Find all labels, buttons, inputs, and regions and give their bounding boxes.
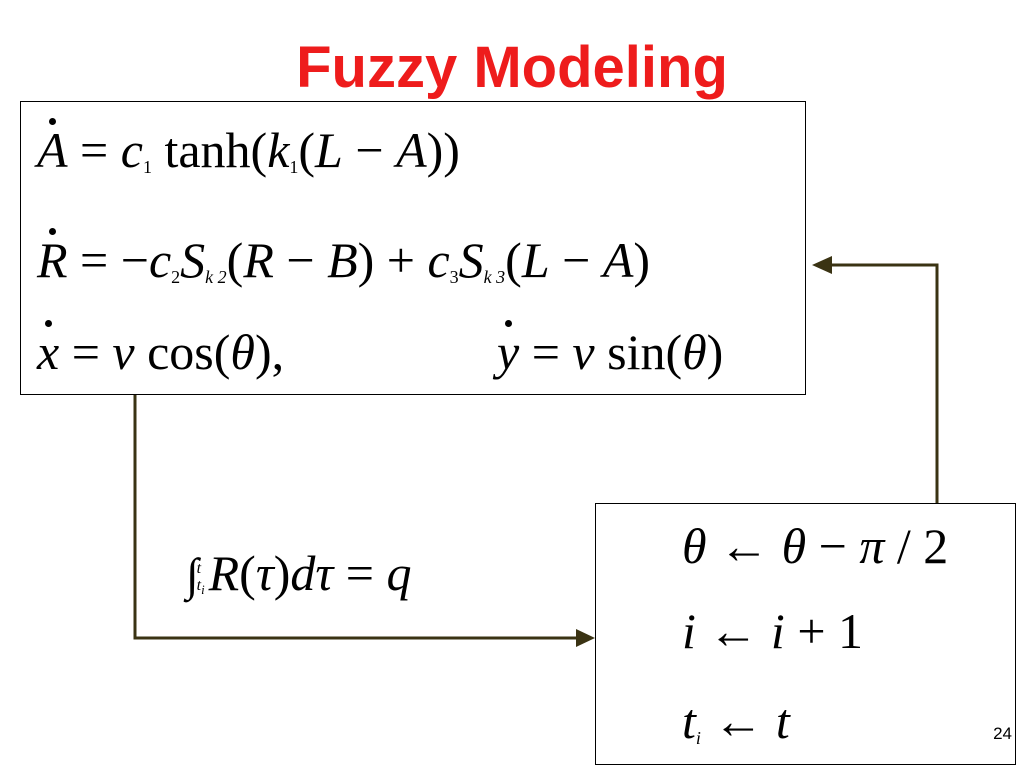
arrow-to-update-box — [133, 395, 595, 647]
update-time: ti ← t — [682, 693, 790, 749]
equation-r-dot: R = −c2Sk 2(R − B) + c3Sk 3(L − A) — [37, 228, 651, 288]
equation-a-dot: A = c1 tanh(k1(L − A)) — [37, 118, 460, 178]
update-rules-box: θ ← θ − π / 2 i ← i + 1 ti ← t — [595, 503, 1016, 765]
equation-x-dot: x = v cos(θ), — [37, 320, 285, 380]
system-equations-box: A = c1 tanh(k1(L − A)) R = −c2Sk 2(R − B… — [20, 101, 806, 395]
update-theta: θ ← θ − π / 2 — [682, 518, 949, 574]
slide-title: Fuzzy Modeling — [296, 35, 728, 100]
equation-y-dot: y = v sin(θ) — [497, 320, 724, 380]
arrow-to-system-box — [812, 256, 939, 503]
update-index: i ← i + 1 — [682, 603, 864, 659]
page-number: 24 — [993, 724, 1012, 743]
